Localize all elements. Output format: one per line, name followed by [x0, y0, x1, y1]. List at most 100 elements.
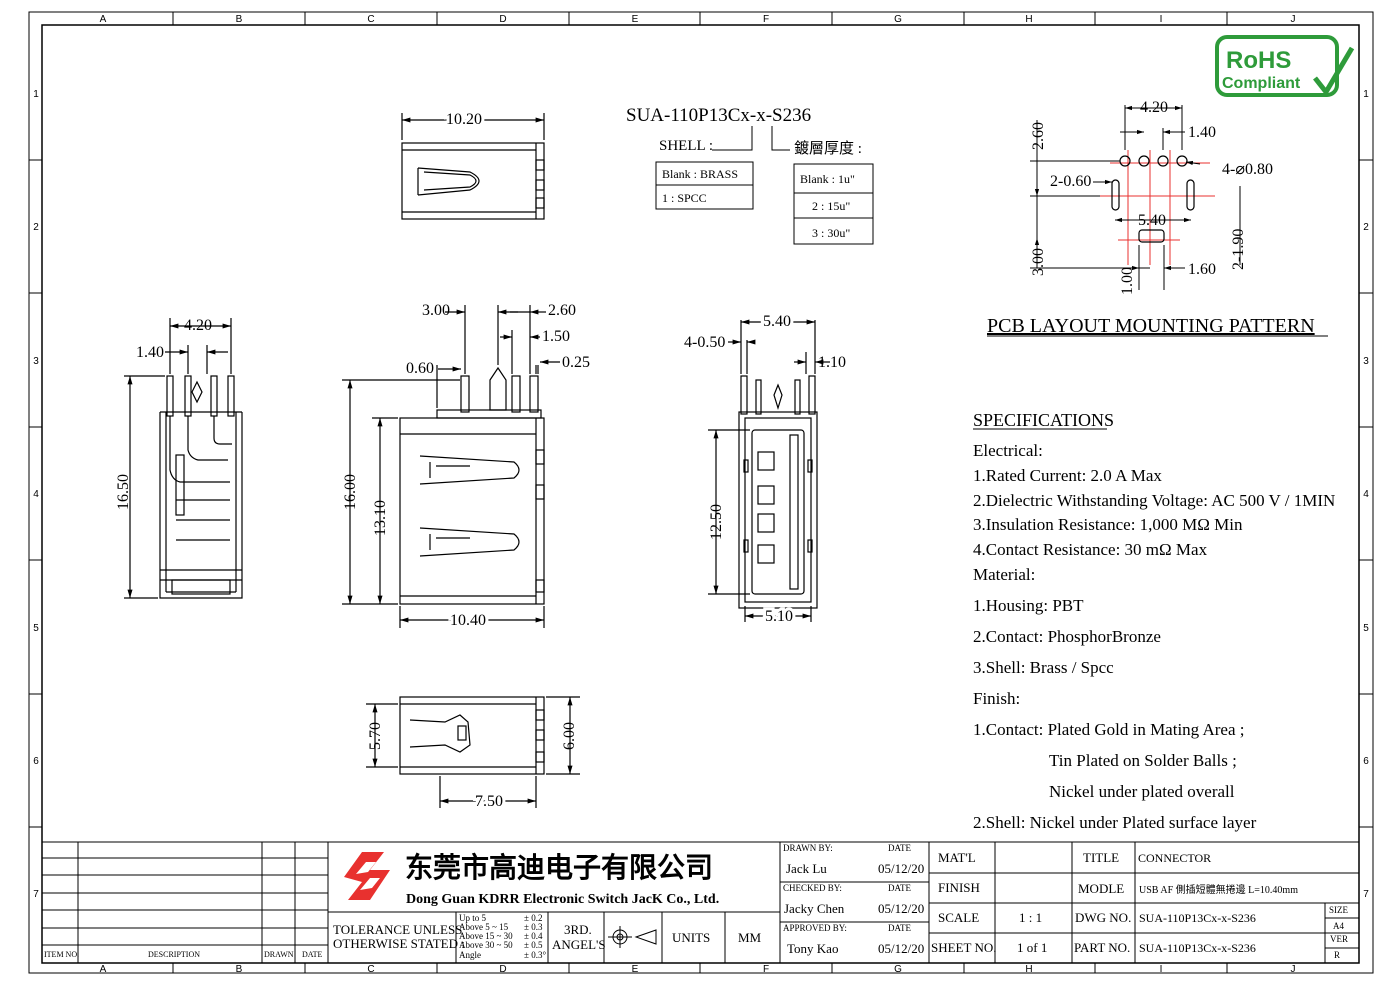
company-name-cn: 东莞市高迪电子有限公司: [405, 851, 713, 884]
svg-text:± 0.4: ± 0.4: [524, 931, 543, 941]
projection-symbol-icon: [608, 926, 657, 948]
plating-option-table: [793, 163, 874, 245]
grid-row-label: 4: [33, 489, 39, 500]
grid-row-label: 2: [1363, 222, 1369, 233]
svg-text:10.40: 10.40: [450, 612, 486, 629]
grid-col-label: H: [1025, 964, 1032, 975]
svg-text:2.Shell: Nickel under Plated s: 2.Shell: Nickel under Plated surface lay…: [973, 813, 1257, 832]
svg-text:3.Insulation Resistance: 1,000: 3.Insulation Resistance: 1,000 MΩ Min: [973, 515, 1243, 534]
grid-row-label: 6: [33, 756, 39, 767]
svg-text:4-⌀0.80: 4-⌀0.80: [1222, 161, 1273, 178]
grid-col-label: J: [1291, 14, 1296, 25]
shell-option-table: [655, 161, 754, 210]
svg-text:1.Contact: Plated Gold in Mati: 1.Contact: Plated Gold in Mating Area ;: [973, 720, 1245, 739]
svg-text:5.40: 5.40: [1138, 212, 1166, 229]
svg-text:ITEM NO.: ITEM NO.: [44, 950, 79, 959]
grid-row-label: 1: [1363, 89, 1369, 100]
svg-text:SUA-110P13Cx-x-S236: SUA-110P13Cx-x-S236: [1139, 941, 1256, 955]
svg-text:5.10: 5.10: [765, 608, 793, 625]
svg-text:Electrical:: Electrical:: [973, 441, 1043, 460]
svg-text:2-0.60: 2-0.60: [1050, 173, 1091, 190]
grid-col-label: D: [499, 14, 506, 25]
svg-text:OTHERWISE STATED :: OTHERWISE STATED :: [333, 936, 465, 951]
svg-text:5.40: 5.40: [763, 313, 791, 330]
svg-text:Jack Lu: Jack Lu: [786, 861, 827, 876]
svg-text:2.60: 2.60: [548, 302, 576, 319]
svg-text:Nickel under plated overall: Nickel under plated overall: [1049, 782, 1235, 801]
svg-text:Above 5 ~ 15: Above 5 ~ 15: [459, 922, 509, 932]
svg-text:DATE: DATE: [302, 950, 323, 959]
svg-text:3.00: 3.00: [422, 302, 450, 319]
svg-text:Finish:: Finish:: [973, 689, 1020, 708]
svg-text:5.70: 5.70: [367, 722, 384, 750]
grid-col-label: G: [894, 964, 902, 975]
grid-col-label: I: [1160, 14, 1163, 25]
svg-text:4.20: 4.20: [184, 317, 212, 334]
revision-headers: ITEM NO. DESCRIPTION DRAWN DATE: [44, 950, 323, 959]
outer-frame: [28, 11, 1374, 974]
svg-text:1.40: 1.40: [136, 344, 164, 361]
svg-text:± 0.5: ± 0.5: [524, 940, 543, 950]
svg-text:5.40: 5.40: [763, 313, 791, 330]
svg-text:± 0.2: ± 0.2: [524, 913, 542, 923]
grid-col-label: C: [367, 14, 374, 25]
rohs-compliant-text: Compliant: [1222, 75, 1301, 92]
svg-text:1 : 1: 1 : 1: [1019, 910, 1042, 925]
plating-option: 3 : 30u": [812, 226, 850, 240]
svg-text:1.Housing: PBT: 1.Housing: PBT: [973, 596, 1084, 615]
svg-text:7.50: 7.50: [475, 793, 503, 810]
side-view-dims: 3.00 2.60 1.50 0.60 0.25 16.00 13.10 10.…: [342, 302, 590, 632]
option-leaders: [712, 126, 790, 151]
svg-text:SCALE: SCALE: [938, 910, 979, 925]
svg-text:0.60: 0.60: [406, 360, 434, 377]
svg-text:APPROVED BY:: APPROVED BY:: [783, 923, 847, 933]
svg-text:MODLE: MODLE: [1078, 881, 1124, 896]
grid-row-label: 5: [1363, 623, 1369, 634]
grid-row-label: 7: [33, 889, 39, 900]
svg-text:DRAWN BY:: DRAWN BY:: [783, 843, 833, 853]
grid-col-label: E: [632, 14, 639, 25]
company-name-en: Dong Guan KDRR Electronic Switch JacK Co…: [406, 892, 719, 907]
svg-text:CHECKED BY:: CHECKED BY:: [783, 883, 842, 893]
pcb-dims: 4.20 1.40 4-⌀0.80 2-0.60 5.40 1.60 2.60 …: [1030, 99, 1273, 295]
svg-text:± 0.3°: ± 0.3°: [524, 950, 546, 960]
svg-text:A4: A4: [1333, 921, 1344, 931]
svg-text:CONNECTOR: CONNECTOR: [1138, 851, 1211, 865]
svg-text:ANGEL'S: ANGEL'S: [552, 937, 606, 952]
front-view: [124, 318, 243, 599]
svg-text:3.Shell: Brass / Spcc: 3.Shell: Brass / Spcc: [973, 658, 1114, 677]
grid-col-label: D: [499, 964, 506, 975]
svg-text:1 of 1: 1 of 1: [1017, 940, 1047, 955]
svg-text:DRAWN: DRAWN: [264, 950, 294, 959]
grid-col-label: J: [1291, 964, 1296, 975]
svg-text:MM: MM: [738, 930, 762, 945]
svg-text:Above 15 ~ 30: Above 15 ~ 30: [459, 931, 513, 941]
company-logo: [344, 852, 390, 900]
grid-col-label: F: [763, 14, 769, 25]
pcb-layout-title: PCB LAYOUT MOUNTING PATTERN: [987, 315, 1315, 337]
svg-text:Material:: Material:: [973, 565, 1035, 584]
svg-text:Above 30 ~ 50: Above 30 ~ 50: [459, 940, 513, 950]
svg-text:Tony Kao: Tony Kao: [787, 941, 838, 956]
svg-text:1.Rated Current: 2.0 A Max: 1.Rated Current: 2.0 A Max: [973, 466, 1162, 485]
specs-heading: SPECIFICATIONS: [973, 410, 1114, 430]
grid-col-label: H: [1025, 14, 1032, 25]
svg-text:5.10: 5.10: [765, 608, 793, 625]
svg-text:2.Contact: PhosphorBronze: 2.Contact: PhosphorBronze: [973, 627, 1161, 646]
svg-text:DATE: DATE: [888, 843, 911, 853]
svg-text:2.60: 2.60: [1030, 122, 1047, 150]
side-view: [342, 305, 560, 628]
svg-text:13.10: 13.10: [372, 500, 389, 536]
svg-text:4.Contact Resistance: 30 mΩ Ma: 4.Contact Resistance: 30 mΩ Max: [973, 540, 1208, 559]
svg-text:6.00: 6.00: [561, 722, 578, 750]
svg-text:Angle: Angle: [459, 950, 481, 960]
svg-text:4-0.50: 4-0.50: [684, 334, 725, 351]
grid-col-label: A: [100, 964, 107, 975]
svg-text:1.00: 1.00: [1119, 267, 1136, 295]
svg-text:SHEET NO.: SHEET NO.: [931, 940, 996, 955]
pcb-layout: [1030, 105, 1241, 290]
grid-col-label: C: [367, 964, 374, 975]
grid-row-label: 7: [1363, 889, 1369, 900]
grid-row-label: 3: [1363, 356, 1369, 367]
svg-text:2.Dielectric Withstanding Volt: 2.Dielectric Withstanding Voltage: AC 50…: [973, 491, 1335, 510]
